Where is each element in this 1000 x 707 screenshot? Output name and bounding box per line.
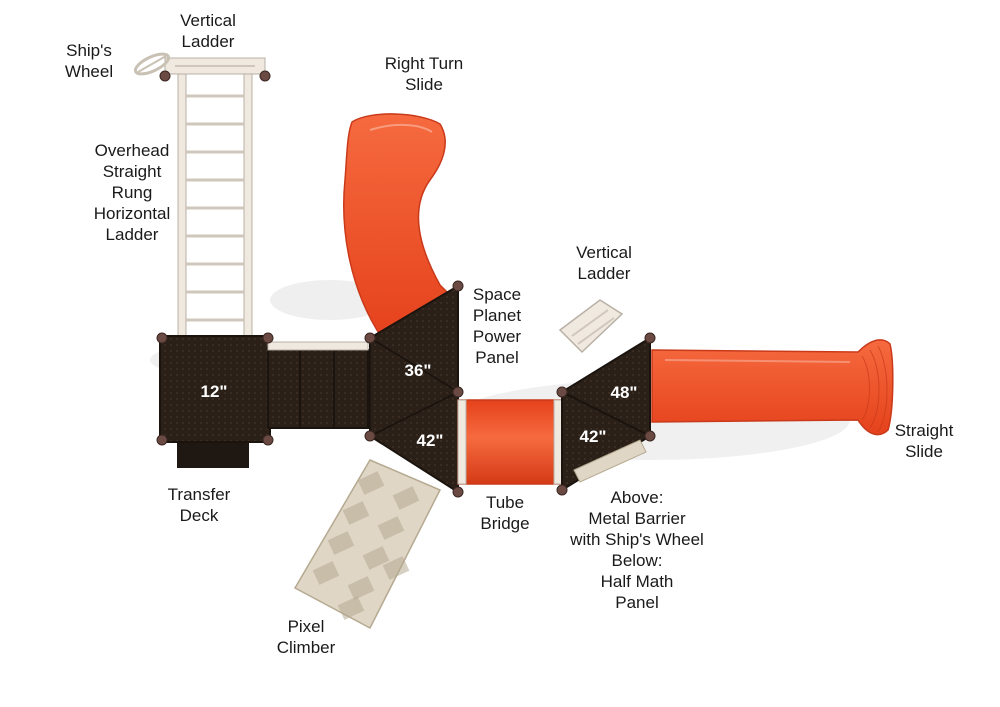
label-tube-bridge: Tube Bridge (480, 493, 530, 533)
deck-height-left-lower: 42" (417, 431, 444, 450)
label-vertical-ladder-top: Vertical Ladder (180, 11, 236, 51)
label-right-turn-slide: Right Turn Slide (384, 54, 464, 94)
overhead-horizontal-ladder (177, 71, 253, 343)
triangle-deck-left (367, 284, 460, 494)
label-barrier-panel: Above: Metal Barrier with Ship's Wheel B… (570, 488, 704, 612)
deck-height-left-upper: 36" (405, 361, 432, 380)
post-caps (156, 70, 656, 498)
pixel-climber (293, 459, 442, 630)
label-space-planet-panel: Space Planet Power Panel (472, 285, 522, 367)
vertical-ladder-top (164, 57, 266, 75)
straight-slide (651, 339, 894, 436)
label-vertical-ladder-right: Vertical Ladder (576, 243, 632, 283)
tube-bridge (457, 399, 563, 485)
vertical-ladder-right (558, 299, 624, 354)
deck-height-right-lower: 42" (580, 427, 607, 446)
label-straight-slide: Straight Slide (894, 421, 954, 461)
deck-height-transfer: 12" (201, 382, 228, 401)
label-pixel-climber: Pixel Climber (276, 617, 336, 657)
label-ships-wheel: Ship's Wheel (64, 41, 114, 81)
ships-wheel (133, 52, 171, 76)
step-walkway (267, 341, 369, 429)
right-turn-slide (343, 113, 457, 339)
deck-height-right-upper: 48" (611, 383, 638, 402)
label-overhead-ladder: Overhead Straight Rung Horizontal Ladder (93, 141, 171, 244)
label-transfer-deck: Transfer Deck (167, 485, 231, 525)
triangle-deck-right (559, 336, 653, 492)
transfer-deck (159, 335, 271, 468)
